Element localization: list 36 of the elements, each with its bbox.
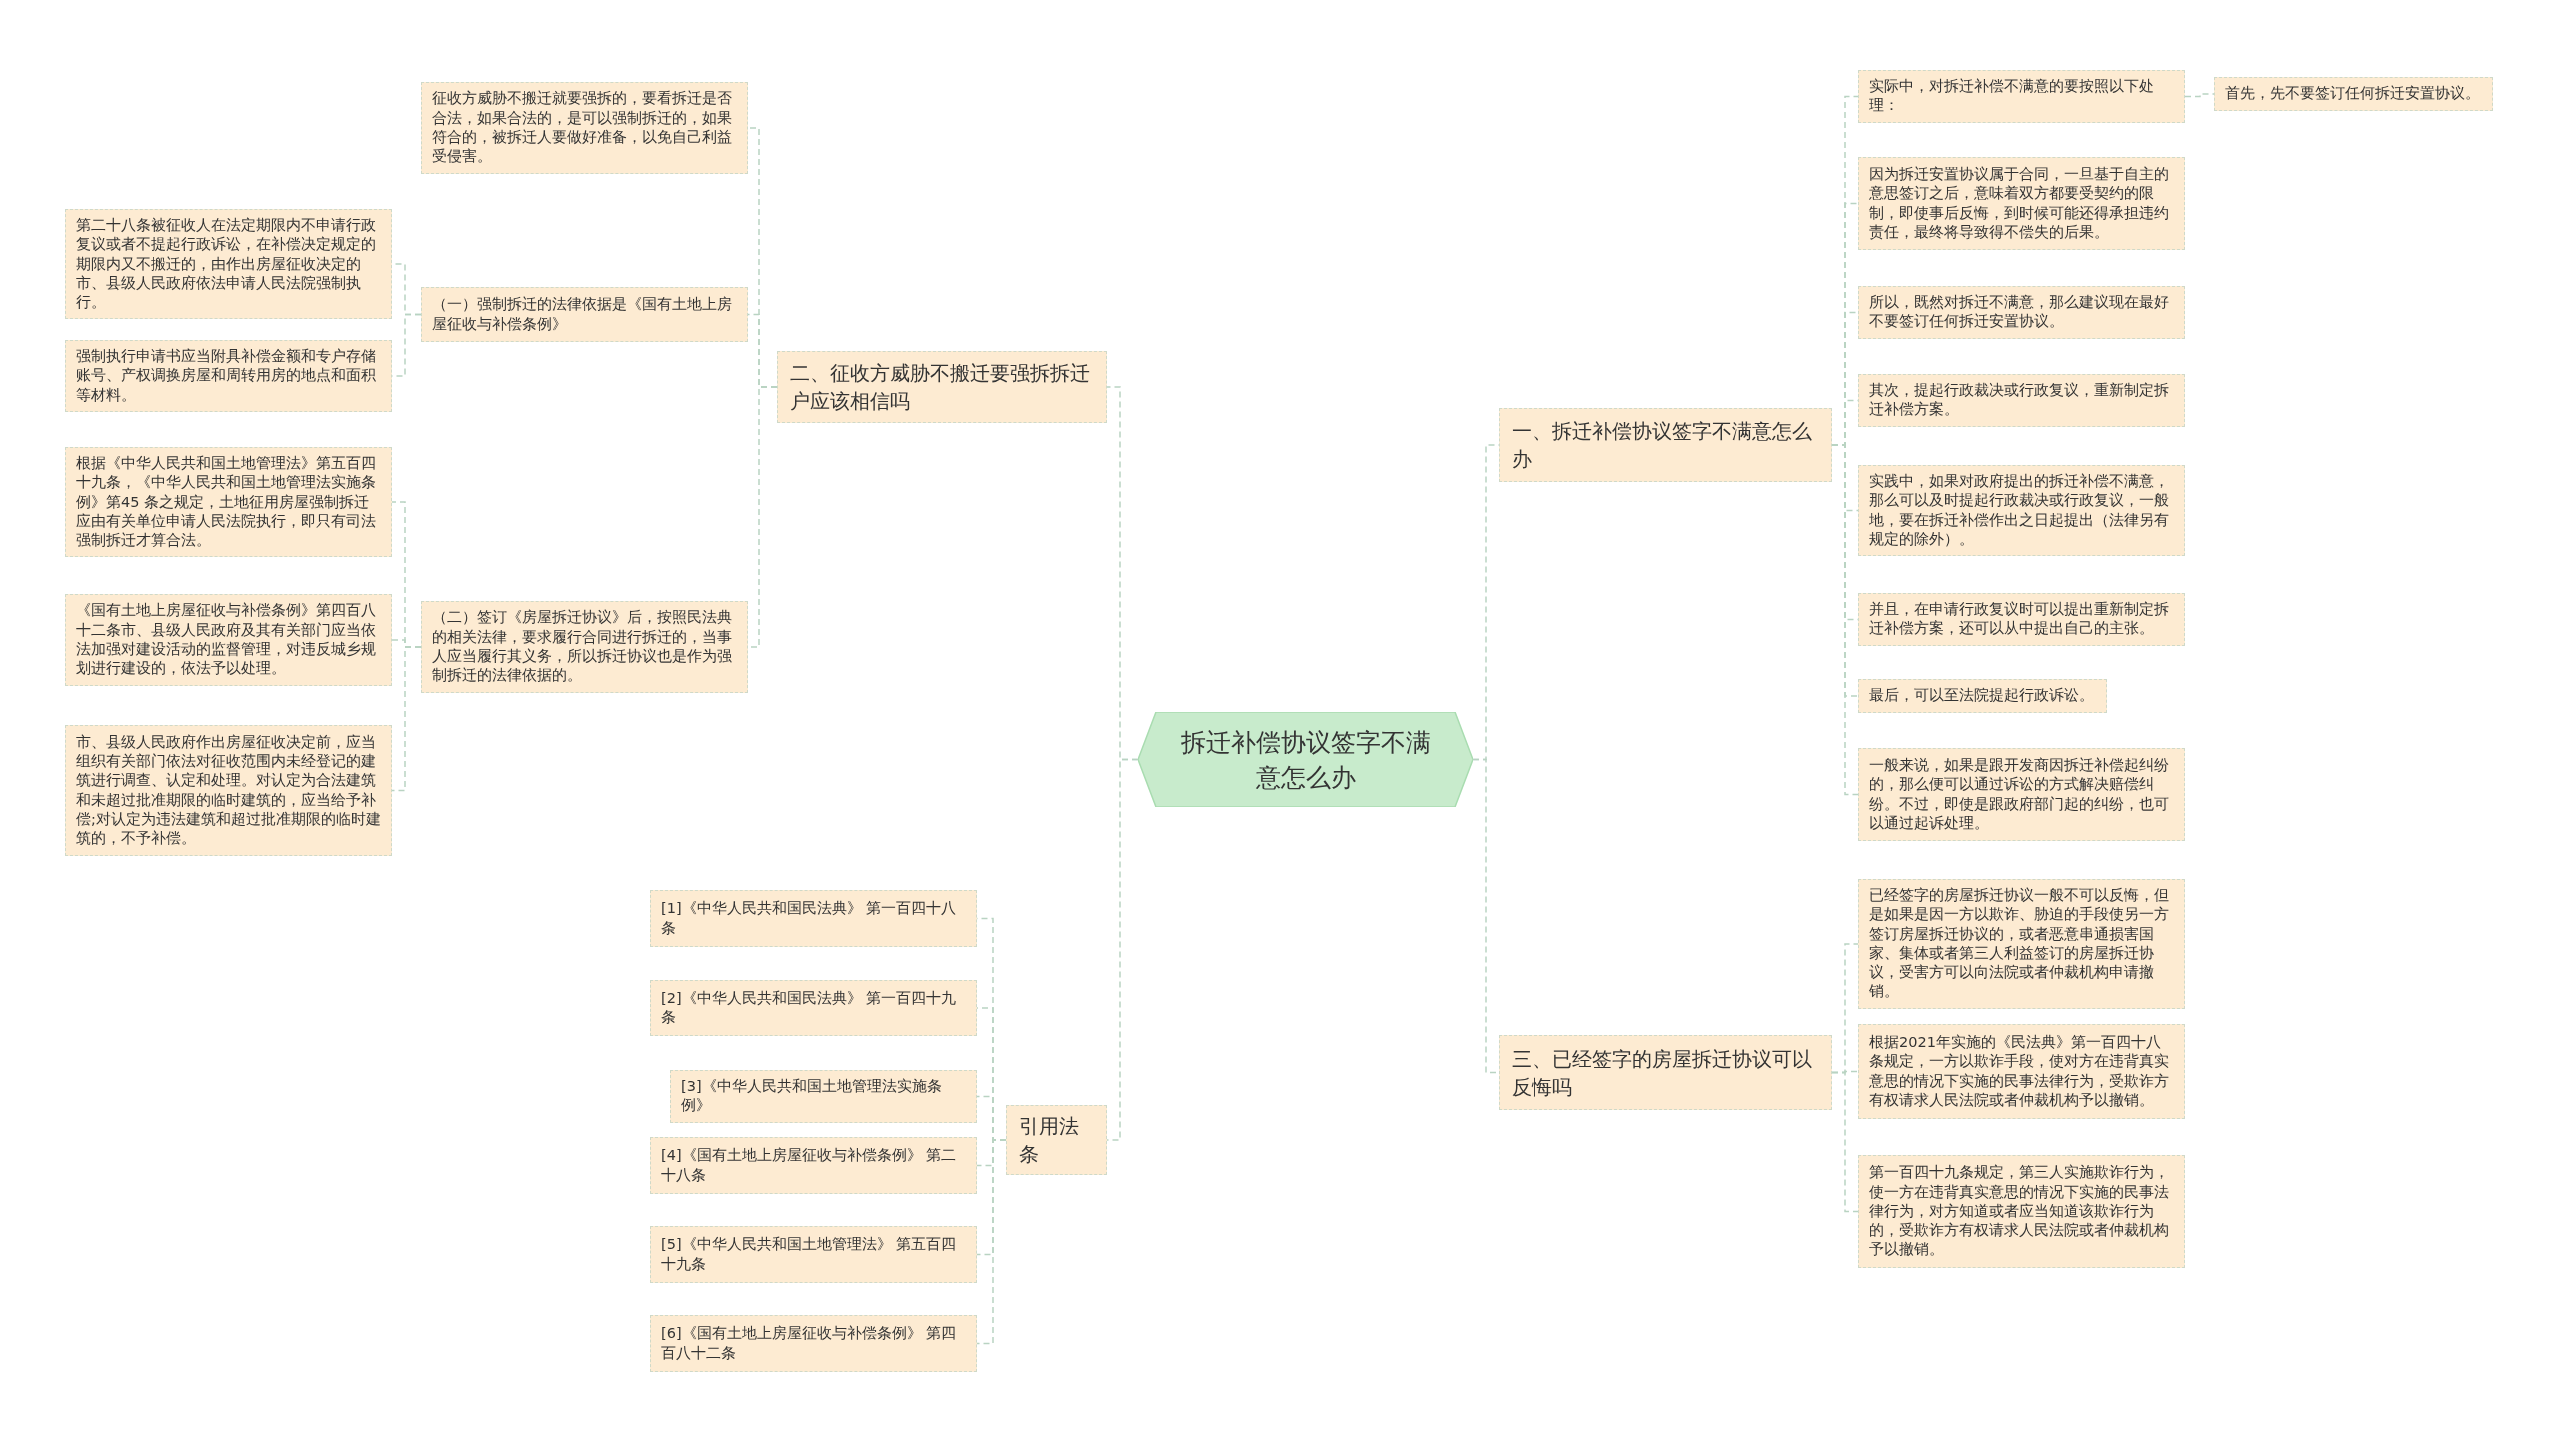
note-box: 《国有土地上房屋征收与补偿条例》第四百八十二条市、县级人民政府及其有关部门应当依法加强对建设活动的监督管理，对违反城乡规划进行建设的，依法予以处理。 (65, 594, 392, 686)
connector-line (1831, 1071, 1859, 1213)
connector-line (1106, 758, 1139, 1141)
note-box: 第一百四十九条规定，第三人实施欺诈行为，使一方在违背真实意思的情况下实施的民事法律行为，对方知道或者应当知道该欺诈行为的，受欺诈方有权请求人民法院或者仲裁机构予以撤销。 (1858, 1155, 2185, 1268)
note-box: 市、县级人民政府作出房屋征收决定前，应当组织有关部门依法对征收范围内未经登记的建筑进行调查、认定和处理。对认定为合法建筑和未超过批准期限的临时建筑的，应当给予补偿;对认定为违法建筑和超过批准期限的临时建筑的，不予补偿。 (65, 725, 392, 856)
topic-box: 三、已经签字的房屋拆迁协议可以反悔吗 (1499, 1035, 1832, 1110)
note-box: 第二十八条被征收人在法定期限内不申请行政复议或者不提起行政诉讼，在补偿决定规定的期限内又不搬迁的，由作出房屋征收决定的市、县级人民政府依法申请人民法院强制执行。 (65, 209, 392, 320)
note-box: 所以，既然对拆迁不满意，那么建议现在最好不要签订任何拆迁安置协议。 (1858, 286, 2185, 339)
connector-line (2184, 93, 2215, 98)
note-box: [2]《中华人民共和国民法典》 第一百四十九条 (650, 980, 977, 1036)
note-box: 首先，先不要签订任何拆迁安置协议。 (2214, 77, 2493, 111)
note-box: （二）签订《房屋拆迁协议》后，按照民法典的相关法律，要求履行合同进行拆迁的，当事人应当履行其义务，所以拆迁协议也是作为强制拆迁的法律依据的。 (421, 601, 748, 693)
connector-line (976, 1139, 1007, 1345)
note-box: 已经签字的房屋拆迁协议一般不可以反悔，但是如果是因一方以欺诈、胁迫的手段使另一方签订房屋拆迁协议的，或者恶意串通损害国家、集体或者第三人利益签订的房屋拆迁协议，受害方可以向法院或者仲裁机构申请撤销。 (1858, 879, 2185, 1009)
note-box: 其次，提起行政裁决或行政复议，重新制定拆迁补偿方案。 (1858, 374, 2185, 427)
note-box: 根据《中华人民共和国土地管理法》第五百四十九条，《中华人民共和国土地管理法实施条例》第45 条之规定，土地征用房屋强制拆迁应由有关单位申请人民法院执行，即只有司法强制拆迁才算合法。 (65, 447, 392, 558)
note-box: 征收方威胁不搬迁就要强拆的，要看拆迁是否合法，如果合法的，是可以强制拆迁的，如果符合的，被拆迁人要做好准备，以免自己利益受侵害。 (421, 82, 748, 174)
note-box: 实践中，如果对政府提出的拆迁补偿不满意，那么可以及时提起行政裁决或行政复议，一般地，要在拆迁补偿作出之日起提出（法律另有规定的除外）。 (1858, 465, 2185, 557)
note-box: 强制执行申请书应当附具补偿金额和专户存储账号、产权调换房屋和周转用房的地点和面积等材料。 (65, 340, 392, 412)
note-box: 最后，可以至法院提起行政诉讼。 (1858, 679, 2107, 713)
note-box: [1]《中华人民共和国民法典》 第一百四十八条 (650, 890, 977, 947)
topic-box: 引用法条 (1006, 1105, 1107, 1175)
topic-box: 一、拆迁补偿协议签字不满意怎么办 (1499, 408, 1832, 482)
topic-box: 二、征收方威胁不搬迁要强拆拆迁户应该相信吗 (777, 351, 1107, 423)
note-box: [6]《国有土地上房屋征收与补偿条例》 第四百八十二条 (650, 1315, 977, 1372)
note-box: [4]《国有土地上房屋征收与补偿条例》 第二十八条 (650, 1137, 977, 1194)
note-box: 根据2021年实施的《民法典》第一百四十八条规定，一方以欺诈手段，使对方在违背真实意思的情况下实施的民事法律行为，受欺诈方有权请求人民法院或者仲裁机构予以撤销。 (1858, 1024, 2185, 1119)
note-box: 因为拆迁安置协议属于合同，一旦基于自主的意思签订之后，意味着双方都要受契约的限制，即使事后反悔，到时候可能还得承担违约责任，最终将导致得不偿失的后果。 (1858, 157, 2185, 250)
connector-line (391, 646, 422, 792)
note-box: 一般来说，如果是跟开发商因拆迁补偿起纠纷的，那么便可以通过诉讼的方式解决赔偿纠纷。不过，即使是跟政府部门起的纠纷，也可以通过起诉处理。 (1858, 748, 2185, 841)
central-topic-hexagon: 拆迁补偿协议签字不满意怎么办 (1138, 712, 1473, 807)
note-box: 并且，在申请行政复议时可以提出重新制定拆迁补偿方案，还可以从中提出自己的主张。 (1858, 593, 2185, 646)
note-box: （一）强制拆迁的法律依据是《国有土地上房屋征收与补偿条例》 (421, 287, 748, 342)
note-box: 实际中，对拆迁补偿不满意的要按照以下处理： (1858, 70, 2185, 123)
note-box: [5]《中华人民共和国土地管理法》 第五百四十九条 (650, 1226, 977, 1283)
note-box: [3]《中华人民共和国土地管理法实施条例》 (670, 1070, 977, 1123)
